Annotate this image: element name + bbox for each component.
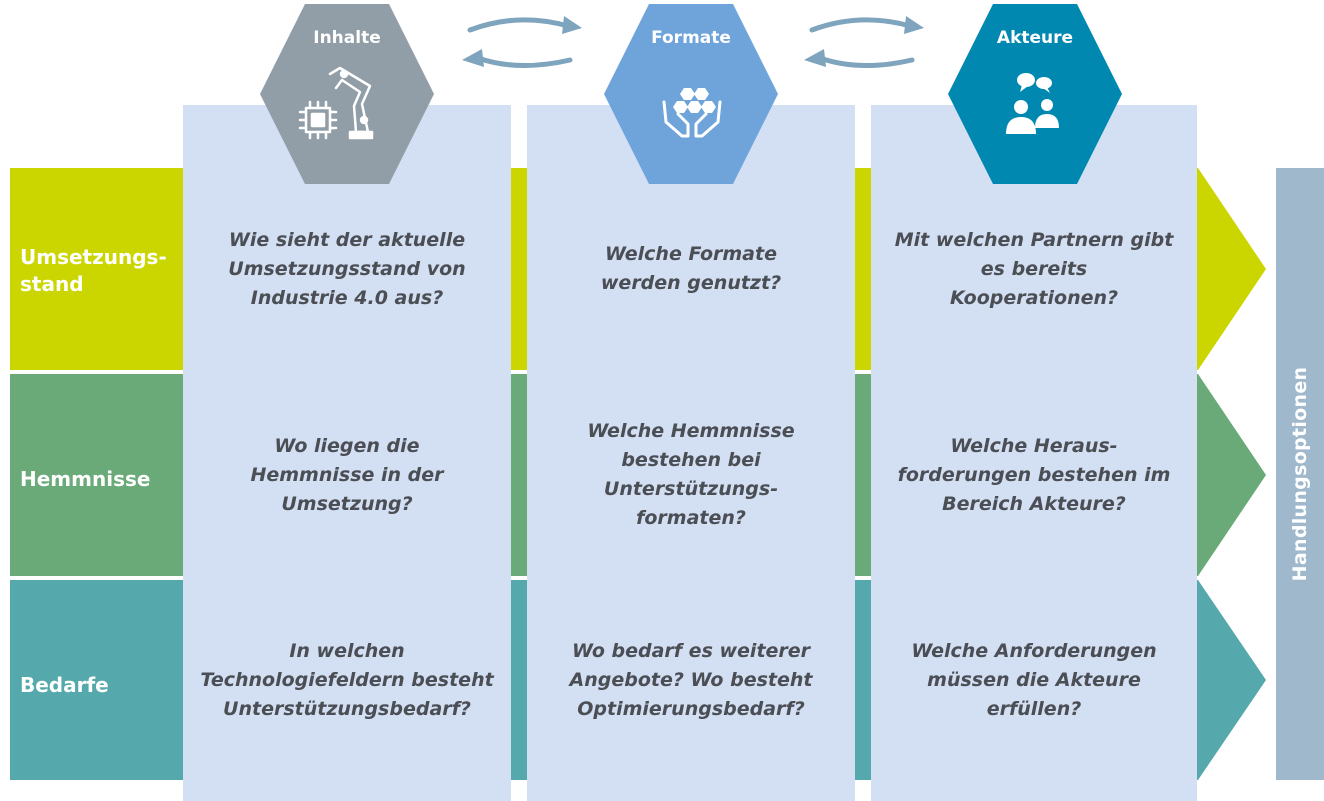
- cell-akteure-umsetzungsstand: Mit welchen Partnern gibt es bereits Koo…: [894, 228, 1174, 309]
- hexagon-title-akteure: Akteure: [996, 28, 1074, 48]
- hexagon-inhalte: Inhalte: [260, 4, 434, 184]
- cell-akteure-bedarfe: Welche Anforderungen müssen die Akteure …: [911, 639, 1157, 720]
- arrow-head-umsetzungsstand: [1194, 168, 1266, 370]
- column-formate: [527, 105, 855, 801]
- handlungsoptionen-bar: Handlungsoptionen: [1276, 168, 1324, 780]
- column-akteure: [871, 105, 1197, 801]
- arrow-head-hemmnisse: [1194, 374, 1266, 576]
- cell-formate-bedarfe: Wo bedarf es weiterer Angebote? Wo beste…: [569, 639, 813, 720]
- hexagon-akteure: Akteure: [948, 4, 1122, 184]
- row-label-umsetzungsstand: Umsetzungs- stand: [20, 245, 167, 296]
- hands-hexagons-icon: [662, 88, 722, 138]
- row-label-hemmnisse: Hemmnisse: [20, 467, 151, 491]
- cell-inhalte-umsetzungsstand: Wie sieht der aktuelle Umsetzungsstand v…: [228, 228, 466, 309]
- cell-formate-hemmnisse: Welche Hemmnisse bestehen bei Unterstütz…: [587, 420, 795, 529]
- people-chat-icon: [1006, 73, 1059, 134]
- hexagon-title-inhalte: Inhalte: [313, 28, 381, 48]
- hexagon-formate: Formate: [604, 4, 778, 184]
- cell-inhalte-bedarfe: In welchen Technologiefeldern besteht Un…: [200, 639, 494, 720]
- cycle-arrows-formate-akteure: [804, 16, 924, 68]
- handlungsoptionen-label: Handlungsoptionen: [1289, 366, 1311, 582]
- column-inhalte: [183, 105, 511, 801]
- cell-inhalte-hemmnisse: Wo liegen die Hemmnisse in der Umsetzung…: [250, 434, 444, 515]
- hexagon-title-formate: Formate: [651, 28, 731, 48]
- cell-akteure-hemmnisse: Welche Heraus- forderungen bestehen im B…: [897, 434, 1171, 515]
- row-label-bedarfe: Bedarfe: [20, 673, 109, 697]
- robot-arm-chip-icon: [298, 66, 374, 140]
- cell-formate-umsetzungsstand: Welche Formate werden genutzt?: [600, 243, 782, 294]
- cycle-arrows-inhalte-formate: [462, 16, 582, 68]
- arrow-head-bedarfe: [1194, 580, 1266, 780]
